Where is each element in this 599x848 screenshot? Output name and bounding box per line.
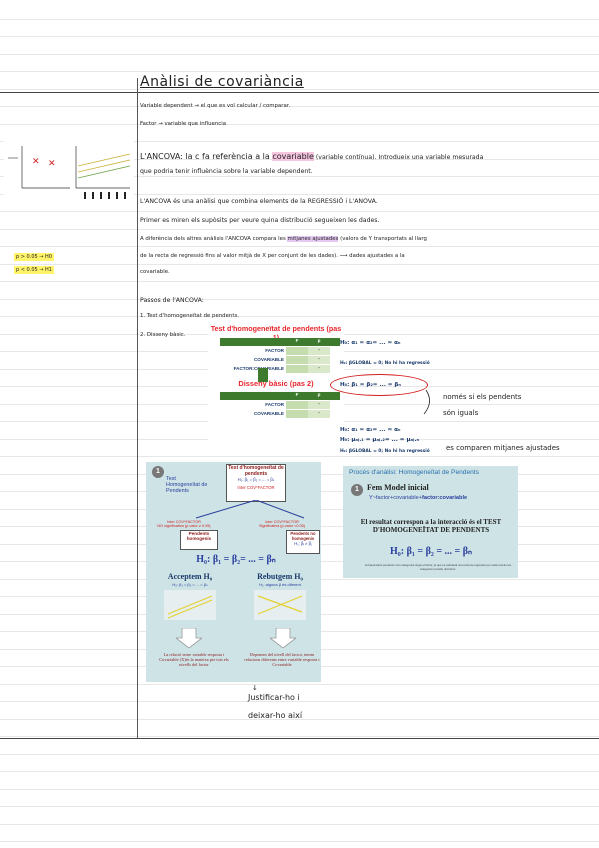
slide3-title: Procés d'anàlisi: Homogeneïtat de Penden…: [349, 469, 479, 476]
margin-note-p-less: p < 0.05 → H1: [14, 266, 54, 274]
reject-h0: Rebutgem H₀: [257, 572, 303, 581]
step-badge-2: 1: [351, 484, 363, 496]
note-diferencia: A diferència dels altres anàlisis l'ANCO…: [140, 236, 427, 242]
note-compar-mitjanes: es comparen mitjanes ajustades: [446, 444, 560, 452]
footer-rule: [0, 738, 599, 739]
note-nomes-2: són iguals: [443, 409, 479, 417]
flow-arrow-icon: [258, 368, 268, 382]
regression-sketch-thumbnail: ✕ ✕: [4, 136, 134, 202]
slide3-footnote: Hi haurà tants pendents com categories t…: [364, 563, 512, 571]
down-arrow-icon: [176, 628, 202, 648]
hyp2-alpha: H₀: α₁ = α₂= ... = αₙ: [340, 427, 401, 433]
slide1-title: Test d'homogeneïtat de pendents (pas 1): [210, 324, 342, 342]
note-justificar-2: deixar-ho així: [248, 711, 303, 720]
result-text: El resultat correspon a la interacció és…: [360, 518, 502, 534]
slide-test-homogeneitat: Test d'homogeneïtat de pendents (pas 1) …: [208, 324, 344, 447]
accept-h0: Acceptem H₀: [167, 572, 213, 581]
connector-arrow-icon: [423, 389, 430, 415]
note-pas-2: 2. Disseny bàsic.: [140, 332, 186, 338]
crossing-lines-icon: [254, 590, 306, 620]
hyp2-beta-global: H₀: βGLOBAL = 0; No hi ha regressió: [340, 449, 430, 454]
step-badge: 1: [152, 466, 164, 478]
anova-table-header: F p: [220, 338, 340, 346]
anova2-row-covariable: COVARIABLE-: [220, 410, 340, 418]
pendents-homogenis-box: Pendents homogenis: [180, 530, 218, 550]
slide3-hypothesis: H₀: β₁ = β₂ = ... = βₙ: [390, 546, 472, 557]
down-arrow-icon-2: [270, 628, 296, 648]
hyp-beta-global: H₀: βGLOBAL = 0; No hi ha regressió: [340, 361, 430, 366]
note-ancova-intro: L'ANCOVA: la c fa referència a la covari…: [140, 152, 484, 161]
margin-note-p-greater: p > 0.05 → H0: [14, 253, 54, 261]
note-justificar-1: Justificar-ho i: [248, 693, 300, 702]
pendents-no-homogenis-box: Pendents no homogenis H₁: βᵢ ≠ βⱼ: [286, 530, 320, 554]
reject-sub: H₁: alguna β és diferent: [259, 582, 301, 587]
parallel-lines-icon: [164, 590, 216, 620]
split-arrows-icon: [195, 500, 305, 519]
note-diferencia-2: de la recta de regressió fins al valor m…: [140, 253, 405, 259]
hyp2-mu: H₀: μₐⱼ.₁ = μₐⱼ.₂= ... = μₐⱼ.ₙ: [340, 437, 420, 443]
note-passos: Passos de l'ANCOVA:: [140, 297, 204, 304]
slide2-heading: Test Homogeneïtat de Pendents: [166, 476, 208, 494]
note-justificar-arrow: ↓: [252, 684, 258, 692]
model-formula: Y~factor+covariable+factor:covariable: [369, 495, 468, 501]
note-pas-1: 1. Test d'homogeneïtat de pendents.: [140, 313, 239, 319]
left-conclusion: La relació entre variable resposta i Cov…: [159, 652, 229, 667]
hyp-alpha: H₀: α₁ = α₂= ... = αₙ: [340, 340, 401, 346]
anova2-row-factor: FACTOR-: [220, 401, 340, 409]
model-title: Fem Model inicial: [367, 483, 429, 492]
note-ancova-intro-2: que podria tenir influència sobre la var…: [140, 168, 313, 175]
note-diferencia-3: covariable.: [140, 269, 170, 275]
note-variable-dependent: Variable dependent → el que es vol calcu…: [140, 103, 291, 109]
right-conclusion: Depenent del nivell del factor, tenim re…: [244, 652, 320, 667]
slide-flow-homogeneitat: 1 Test Homogeneïtat de Pendents Test d'h…: [146, 462, 321, 682]
header-rule: [0, 92, 599, 93]
test-box: Test d'homogeneïtat de pendents H₀: β₁ =…: [226, 464, 286, 502]
svg-text:✕: ✕: [32, 157, 40, 167]
anova-row-covariable: COVARIABLE-: [220, 356, 340, 364]
note-combina: L'ANCOVA és una anàlisi que combina elem…: [140, 198, 378, 205]
note-nomes-1: només si els pendents: [443, 393, 522, 401]
svg-text:✕: ✕: [48, 159, 56, 169]
accept-sub: H₀: β₁ = β₂ = ... = βₙ: [172, 582, 208, 587]
big-hypothesis: H₀: β₁ = β₂= ... = βₙ: [196, 554, 276, 565]
slide-proces-analisi: Procés d'anàlisi: Homogeneïtat de Penden…: [343, 466, 518, 578]
anova-row-interaction: FACTOR:COVARIABLE-: [220, 365, 340, 373]
margin-rule: [137, 78, 138, 738]
page-title: Anàlisi de covariància: [140, 74, 304, 90]
highlight-circle: [330, 374, 428, 396]
slide1-subtitle: Disseny bàsic (pas 2): [238, 379, 314, 388]
note-primer: Primer es miren els supòsits per veure q…: [140, 217, 380, 224]
note-factor: Factor → variable que influencia: [140, 121, 226, 127]
anova-row-factor: FACTOR-: [220, 347, 340, 355]
